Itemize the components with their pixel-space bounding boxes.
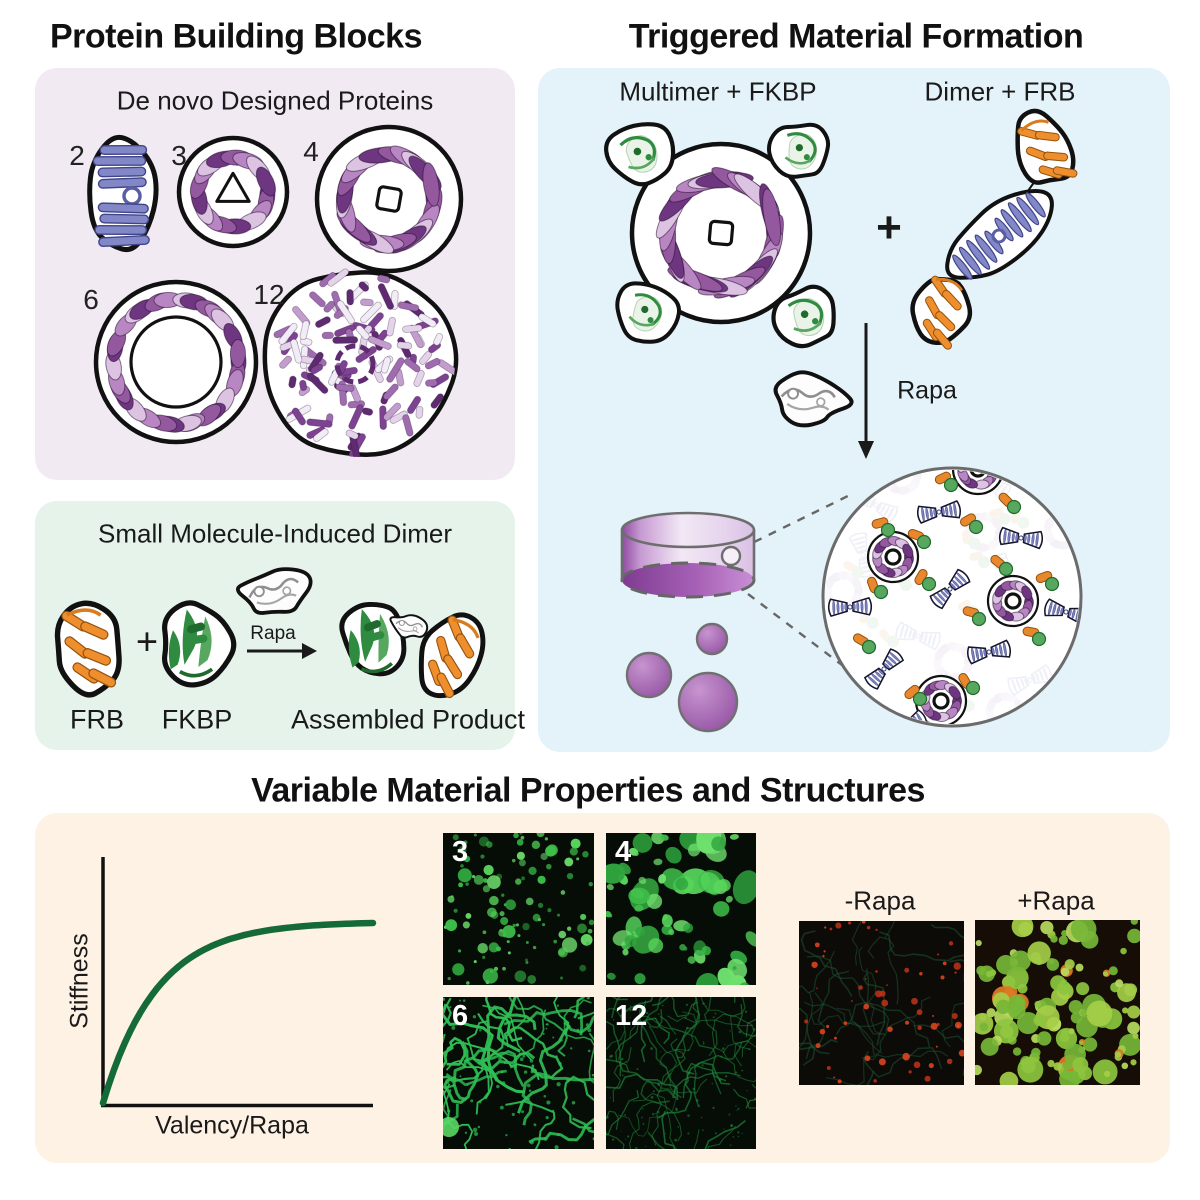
valency-label-6: 6 bbox=[83, 284, 99, 315]
assembled-product-label: Assembled Product bbox=[290, 704, 526, 735]
valency-label-2: 2 bbox=[69, 140, 85, 171]
title-protein-building-blocks: Protein Building Blocks bbox=[50, 17, 422, 56]
panel-protein-building-blocks bbox=[35, 68, 515, 480]
x-axis-label-valency-rapa: Valency/Rapa bbox=[155, 1111, 309, 1140]
fkbp-label: FKBP bbox=[161, 704, 233, 735]
panel-material-properties bbox=[35, 813, 1170, 1163]
plus-sign-dimer-panel: + bbox=[135, 621, 159, 664]
heading-dimer-frb: Dimer + FRB bbox=[924, 76, 1076, 107]
rapa-arrow-label-small: Rapa bbox=[250, 623, 296, 644]
heading-small-molecule-dimer: Small Molecule-Induced Dimer bbox=[97, 518, 453, 549]
micrograph-label-4: 4 bbox=[615, 836, 632, 868]
valency-label-12: 12 bbox=[253, 279, 285, 310]
valency-label-3: 3 bbox=[171, 140, 187, 171]
title-triggered-material-formation: Triggered Material Formation bbox=[628, 17, 1084, 56]
valency-label-4: 4 bbox=[303, 136, 319, 167]
minus-rapa-label: -Rapa bbox=[844, 885, 916, 916]
micrograph-label-3: 3 bbox=[452, 836, 469, 868]
frb-label: FRB bbox=[70, 704, 124, 735]
heading-multimer-fkbp: Multimer + FKBP bbox=[619, 76, 817, 107]
rapa-arrow-label-large: Rapa bbox=[897, 376, 957, 405]
panel-triggered-material-formation bbox=[538, 68, 1170, 752]
heading-de-novo-proteins: De novo Designed Proteins bbox=[116, 85, 434, 116]
y-axis-label-stiffness: Stiffness bbox=[65, 933, 94, 1029]
plus-sign-formation-panel: + bbox=[876, 203, 902, 252]
plus-rapa-label: +Rapa bbox=[1017, 885, 1095, 916]
micrograph-label-6: 6 bbox=[452, 1000, 469, 1032]
title-variable-material-properties: Variable Material Properties and Structu… bbox=[251, 771, 925, 810]
micrograph-label-12: 12 bbox=[615, 1000, 648, 1032]
